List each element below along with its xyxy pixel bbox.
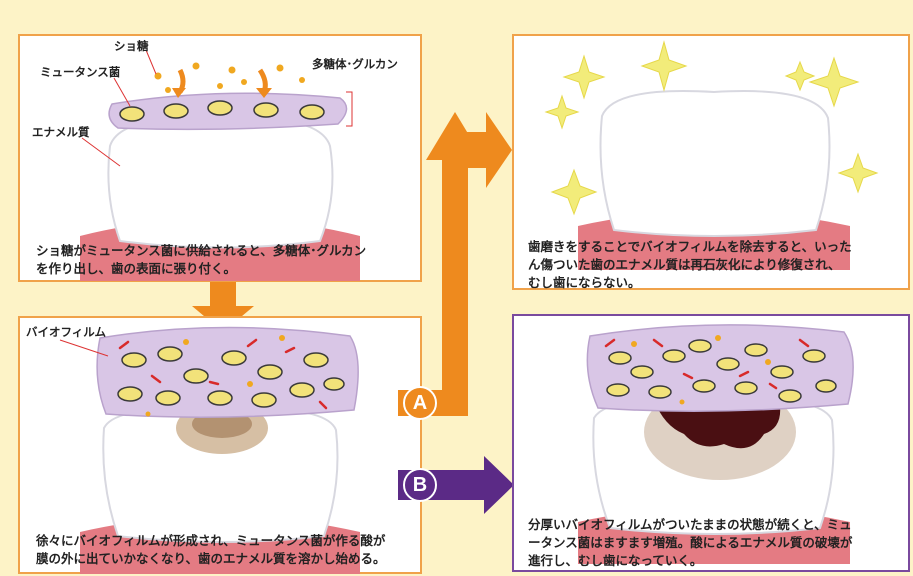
label-mutans: ミュータンス菌 [40, 64, 120, 80]
caption-panel-1: ショ糖がミュータンス菌に供給されると、多糖体･グルカン を作り出し、歯の表面に張… [36, 242, 366, 278]
caption-panel-2: 徐々にバイオフィルムが形成され、ミュータンス菌が作る酸が 膜の外に出ていかなくな… [36, 532, 386, 568]
caption-panel-3: 歯磨きをすることでバイオフィルムを除去すると、いった ん傷ついた歯のエナメル質は… [528, 238, 852, 292]
label-enamel: エナメル質 [32, 124, 90, 140]
label-biofilm: バイオフィルム [26, 324, 106, 340]
panel-decay-progress: 分厚いバイオフィルムがついたままの状態が続くと、ミュ ータンス菌はますます増殖。… [512, 314, 910, 572]
label-sucrose: ショ糖 [114, 38, 149, 54]
panel-sugar-supply: ショ糖 ミュータンス菌 多糖体･グルカン エナメル質 ショ糖がミュータンス菌に供… [18, 34, 422, 282]
badge-b: B [403, 468, 437, 502]
panel-brushing-result: 歯磨きをすることでバイオフィルムを除去すると、いった ん傷ついた歯のエナメル質は… [512, 34, 910, 290]
badge-a: A [403, 386, 437, 420]
label-glucan: 多糖体･グルカン [312, 56, 398, 72]
caption-panel-4: 分厚いバイオフィルムがついたままの状態が続くと、ミュ ータンス菌はますます増殖。… [528, 516, 852, 570]
panel-biofilm-forming: バイオフィルム 徐々にバイオフィルムが形成され、ミュータンス菌が作る酸が 膜の外… [18, 316, 422, 574]
